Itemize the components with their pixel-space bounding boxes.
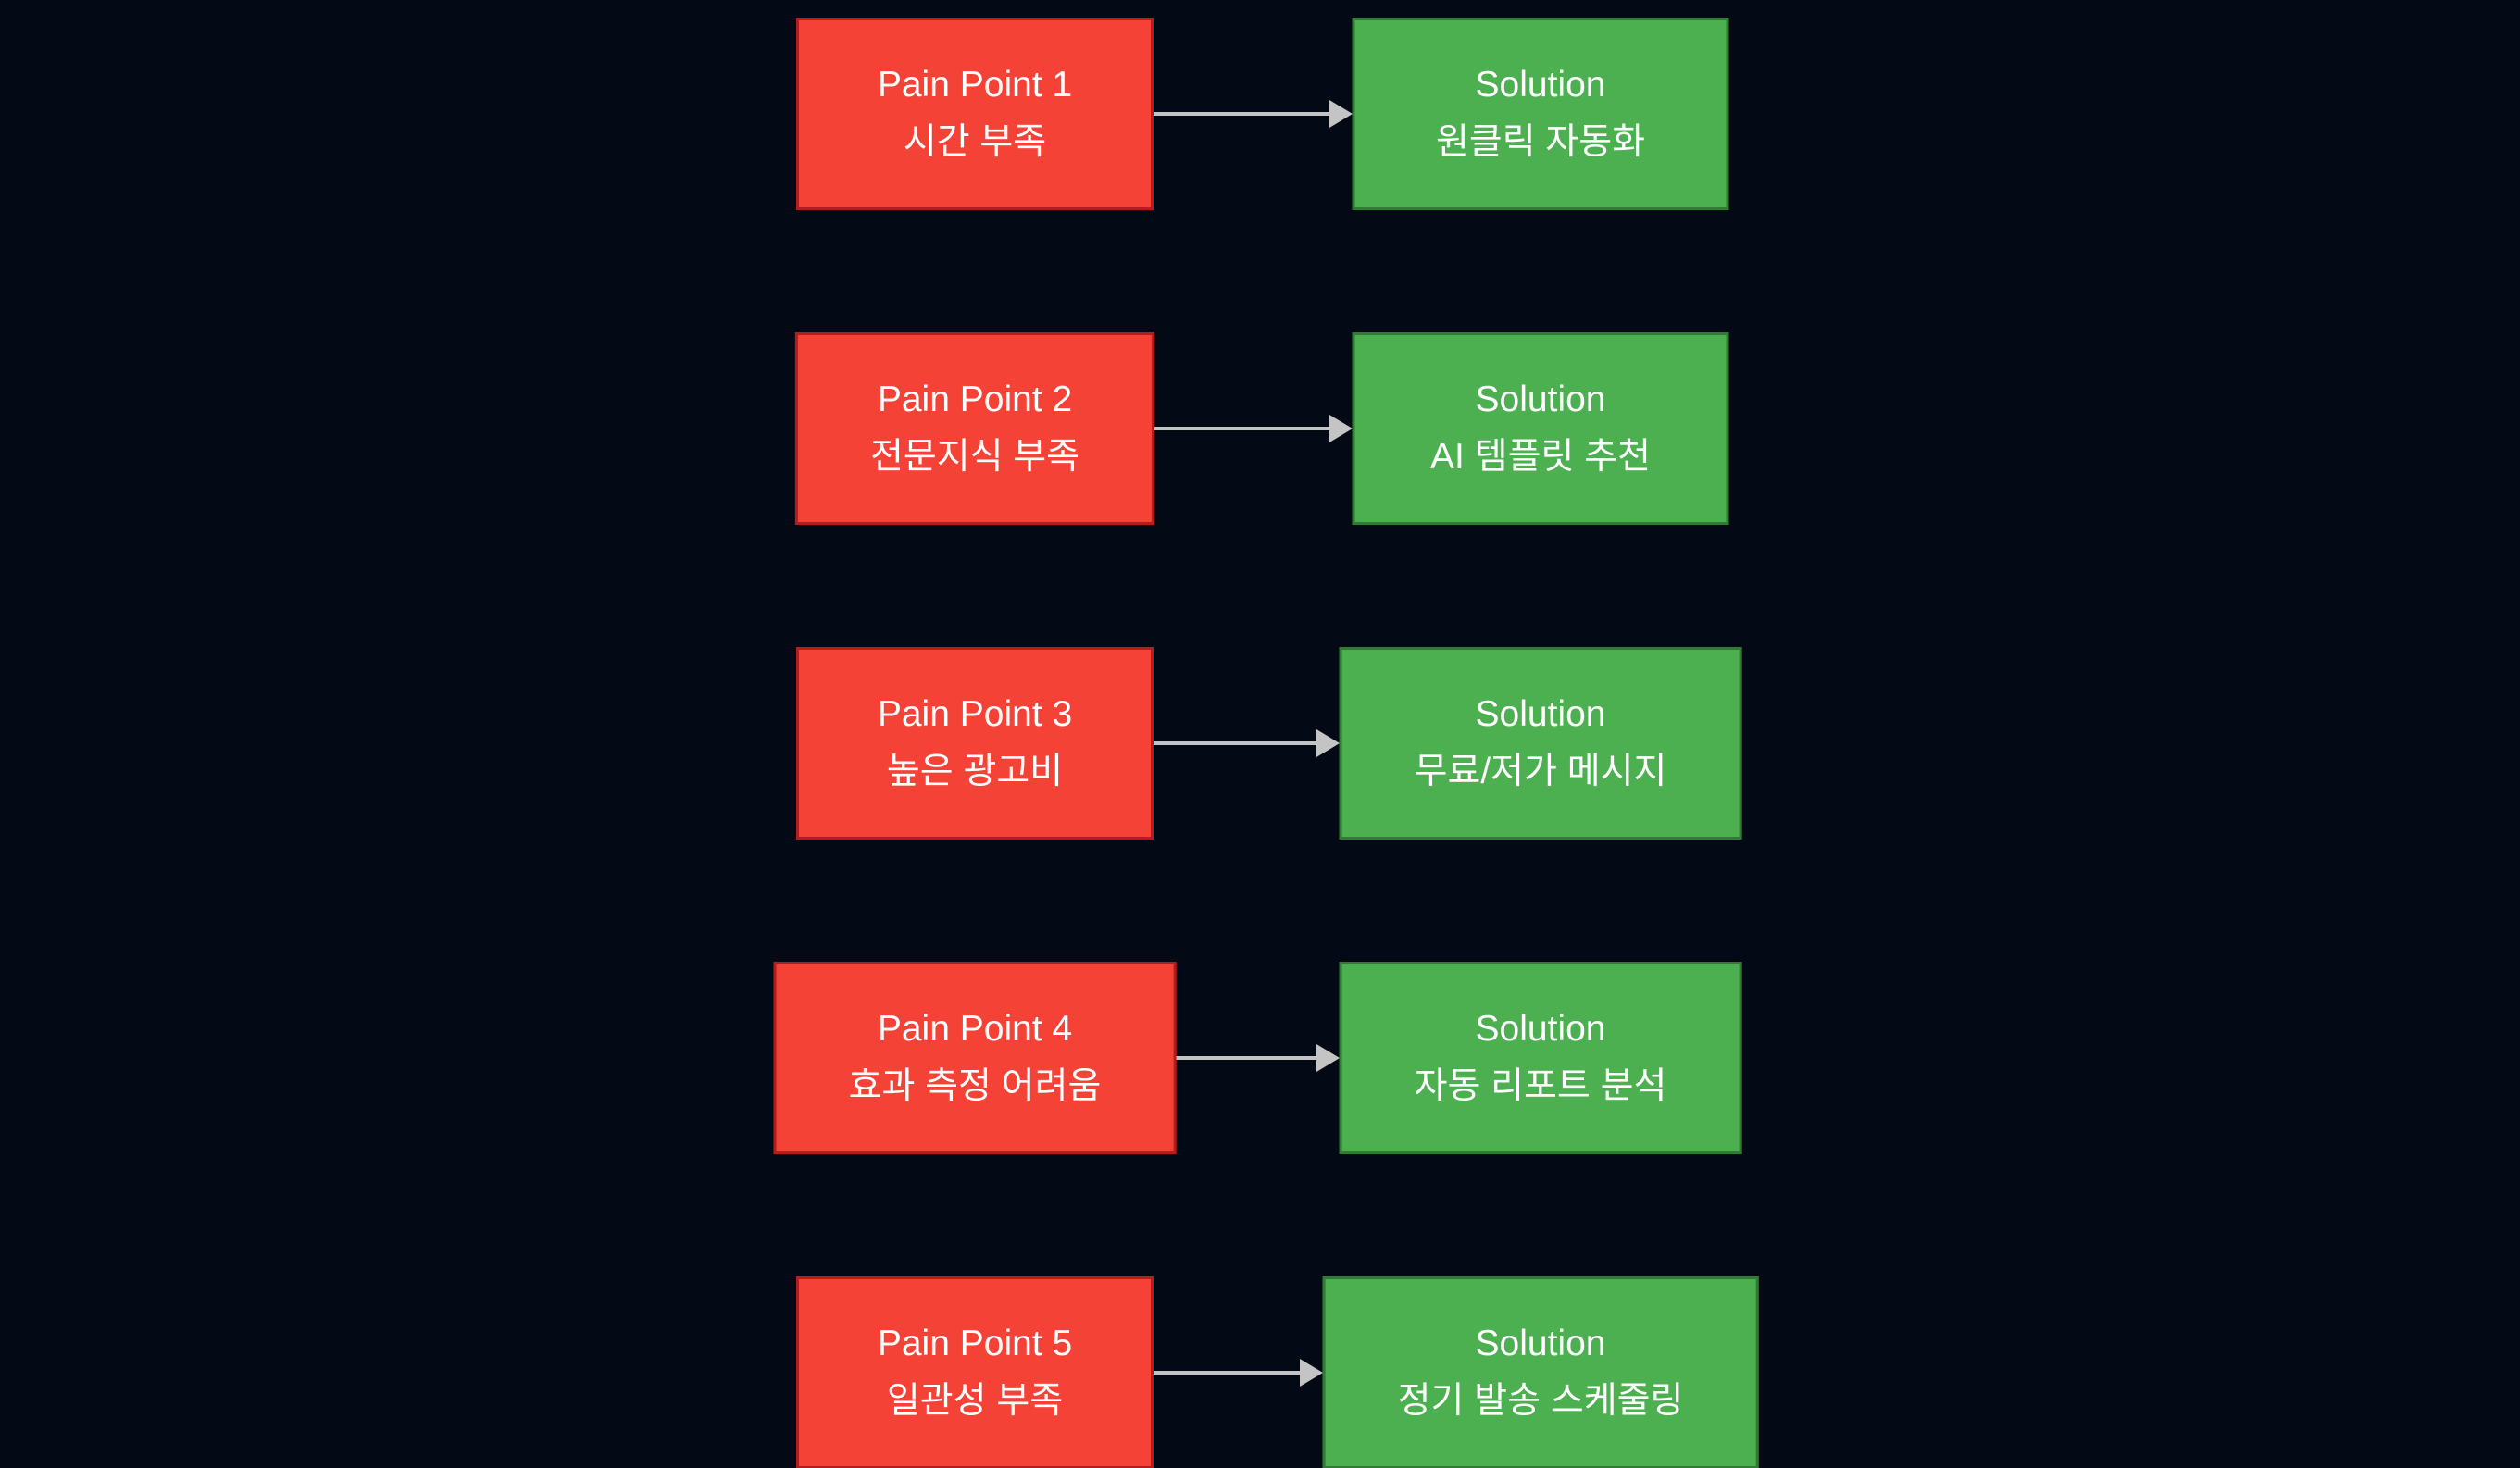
solution-box: Solution 무료/저가 메시지 [1339,647,1742,840]
solution-box: Solution AI 템플릿 추천 [1352,332,1729,525]
arrow-head-icon [1299,1359,1323,1387]
pain-point-title: Pain Point 3 [877,694,1073,734]
solution-title: Solution [1475,1324,1606,1363]
pain-point-label: 전문지식 부족 [869,437,1080,477]
solution-title: Solution [1475,379,1606,419]
arrow-head-icon [1329,100,1353,128]
arrow-head-icon [1316,1044,1340,1072]
arrow-shaft [1154,112,1332,116]
mapping-row: Pain Point 1 시간 부족 Solution 원클릭 자동화 [0,18,2520,210]
solution-title: Solution [1475,1009,1606,1049]
pain-point-label: 시간 부족 [903,122,1047,162]
pain-point-title: Pain Point 4 [877,1009,1073,1049]
solution-box: Solution 자동 리포트 분석 [1339,962,1742,1154]
solution-title: Solution [1475,65,1606,105]
pain-point-box: Pain Point 3 높은 광고비 [796,647,1154,840]
solution-box: Solution 정기 발송 스케줄링 [1322,1276,1759,1468]
arrow-head-icon [1329,415,1353,442]
arrow-shaft [1154,427,1332,430]
solution-label: 무료/저가 메시지 [1414,752,1667,791]
pain-point-label: 높은 광고비 [886,752,1064,791]
pain-point-title: Pain Point 2 [877,379,1073,419]
pain-point-title: Pain Point 1 [877,65,1073,105]
arrow-shaft [1176,1056,1319,1060]
pain-point-box: Pain Point 5 일관성 부족 [796,1276,1154,1468]
solution-label: AI 템플릿 추천 [1430,437,1651,477]
arrow-shaft [1154,741,1319,745]
solution-label: 자동 리포트 분석 [1414,1066,1667,1106]
solution-box: Solution 원클릭 자동화 [1352,18,1729,210]
pain-point-label: 일관성 부족 [886,1381,1064,1421]
mapping-row: Pain Point 5 일관성 부족 Solution 정기 발송 스케줄링 [0,1276,2520,1468]
solution-label: 원클릭 자동화 [1435,122,1646,162]
pain-point-title: Pain Point 5 [877,1324,1073,1363]
pain-point-box: Pain Point 1 시간 부족 [796,18,1154,210]
solution-title: Solution [1475,694,1606,734]
pain-point-box: Pain Point 4 효과 측정 어려움 [773,962,1177,1154]
solution-label: 정기 발송 스케줄링 [1397,1381,1684,1421]
pain-point-label: 효과 측정 어려움 [848,1066,1102,1106]
mapping-row: Pain Point 4 효과 측정 어려움 Solution 자동 리포트 분… [0,962,2520,1154]
arrow-head-icon [1316,729,1340,757]
mapping-row: Pain Point 3 높은 광고비 Solution 무료/저가 메시지 [0,647,2520,840]
arrow-shaft [1154,1371,1303,1375]
mapping-row: Pain Point 2 전문지식 부족 Solution AI 템플릿 추천 [0,332,2520,525]
pain-point-box: Pain Point 2 전문지식 부족 [794,332,1155,525]
